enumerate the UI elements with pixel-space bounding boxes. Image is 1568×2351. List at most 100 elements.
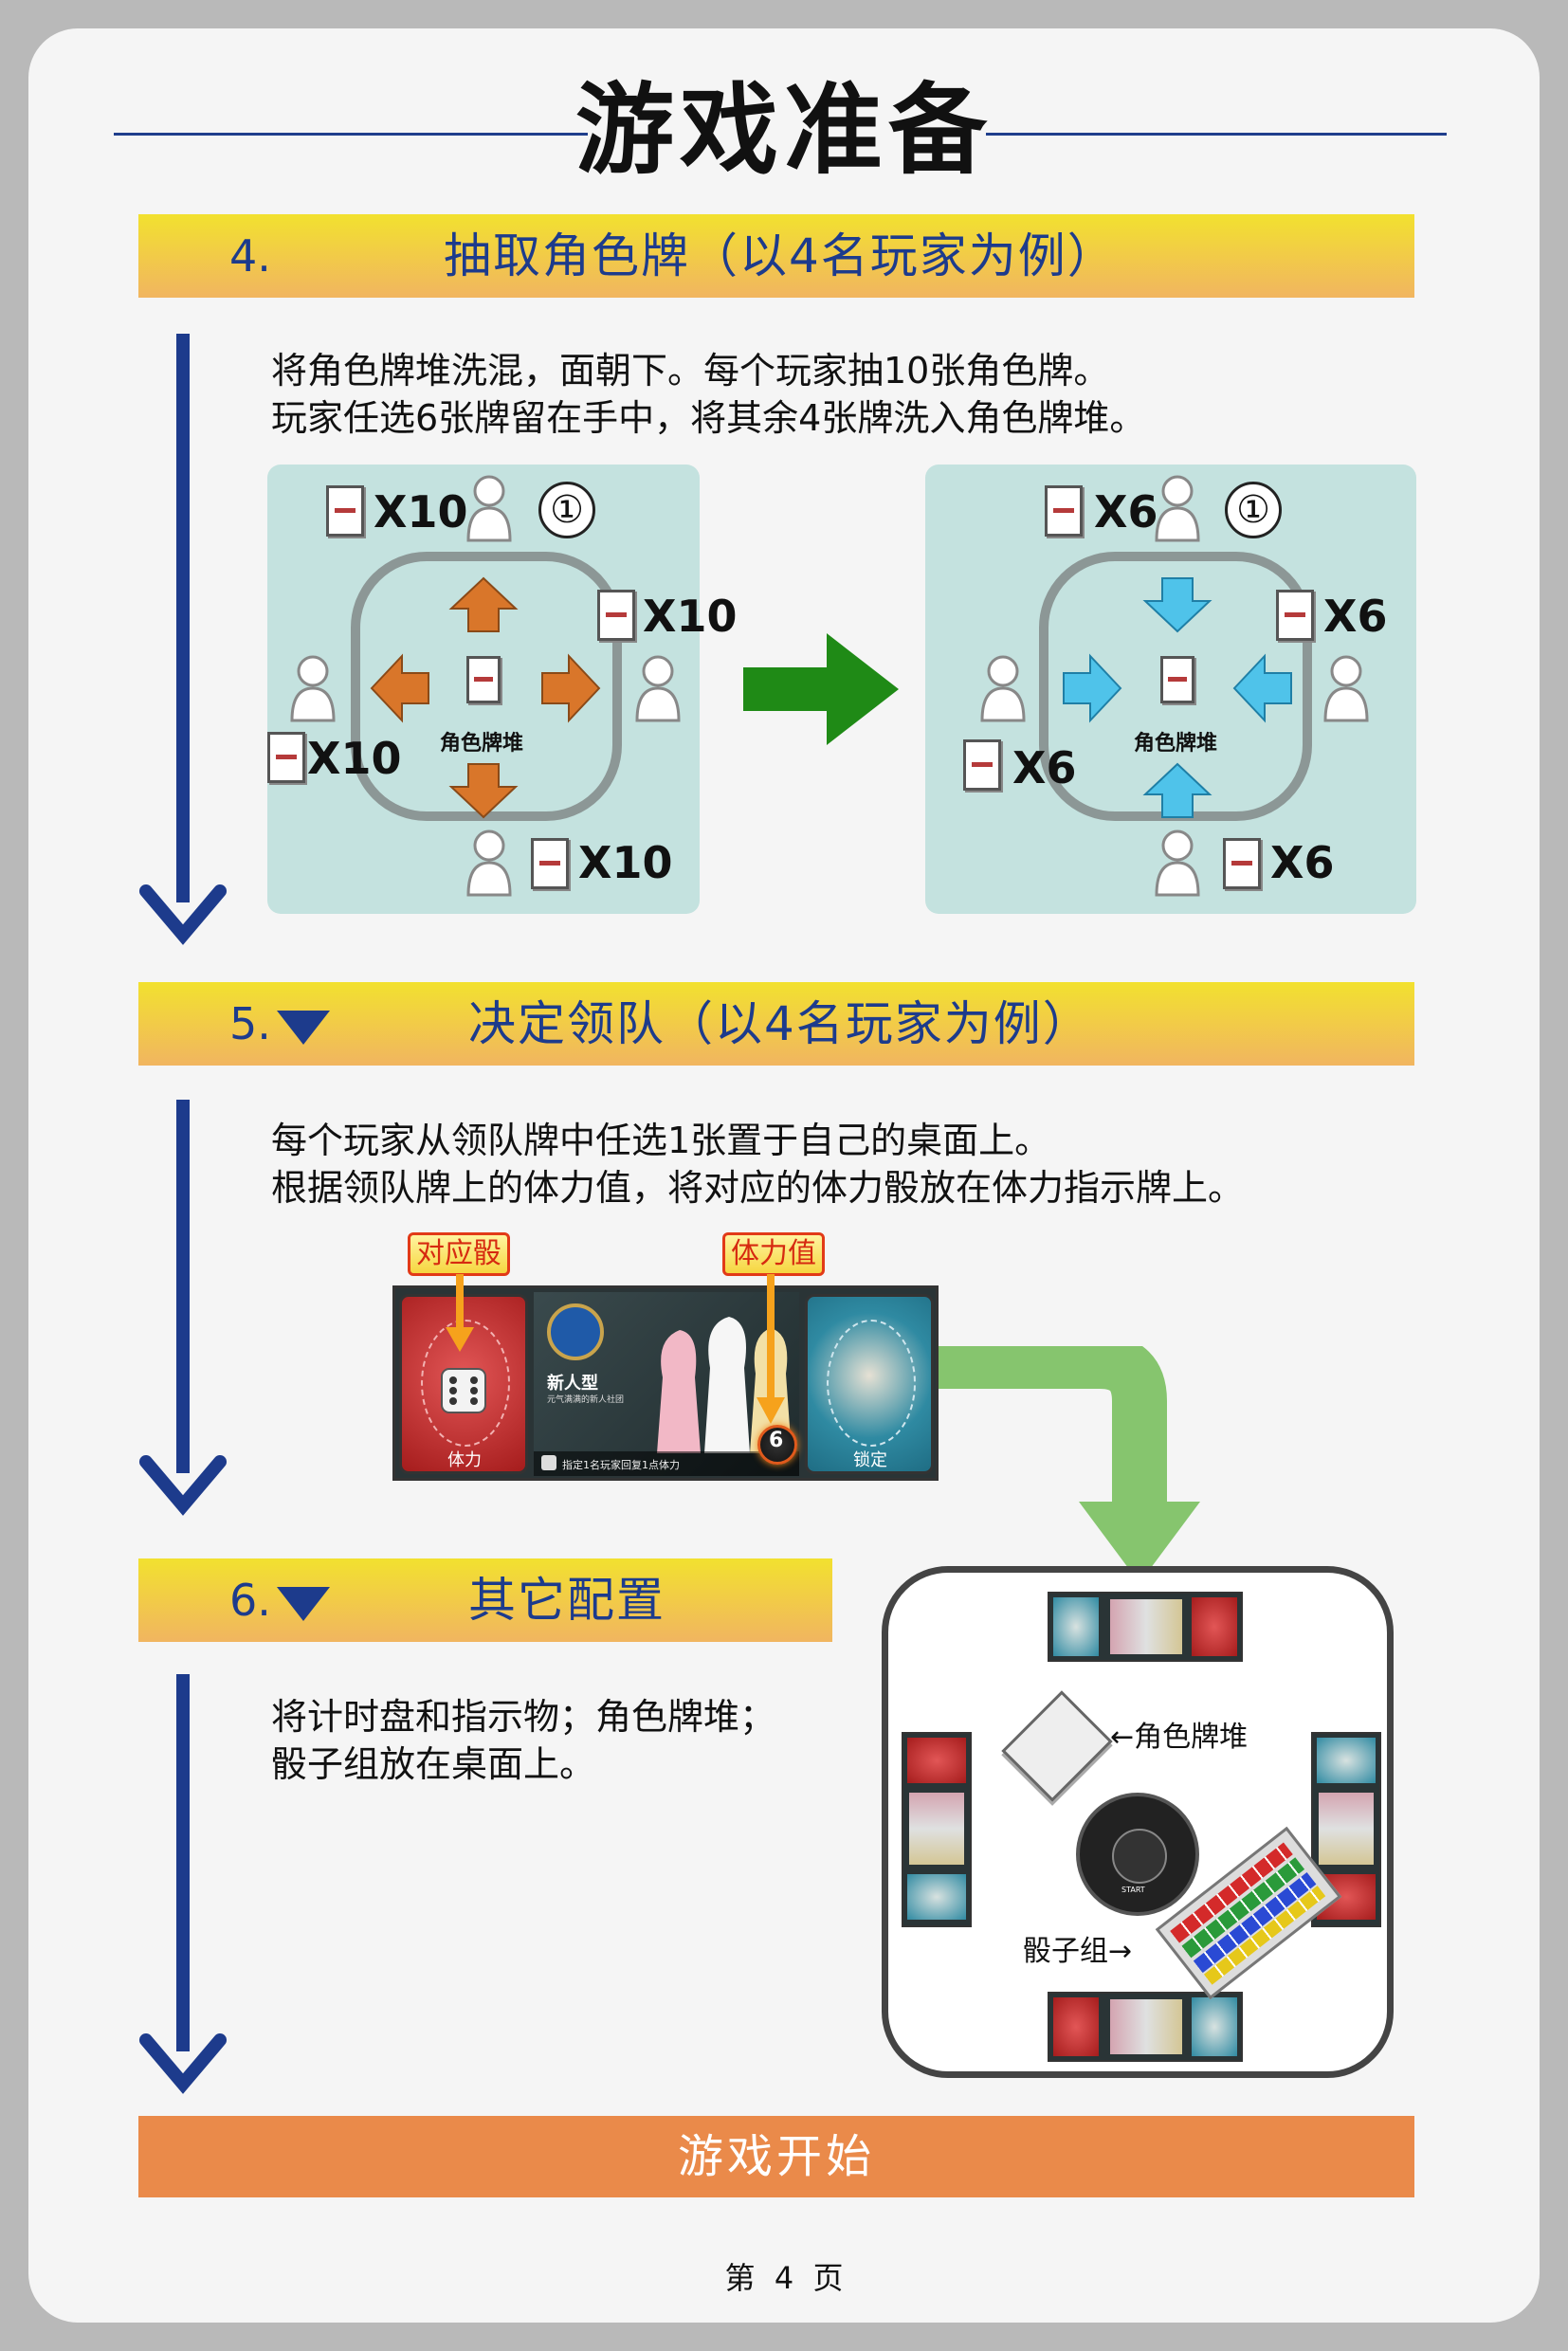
section-5-number: 5. bbox=[229, 998, 271, 1049]
section-5-line-1: 每个玩家从领队牌中任选1张置于自己的桌面上。 bbox=[271, 1120, 1051, 1161]
title-rule-right bbox=[986, 133, 1447, 136]
hand-card-icon bbox=[597, 590, 635, 641]
hand-card-icon bbox=[326, 485, 364, 537]
first-player-marker: ① bbox=[1225, 482, 1282, 538]
section-4-number: 4. bbox=[229, 230, 271, 282]
hp-card-ring bbox=[421, 1320, 510, 1447]
hand-card-icon bbox=[1276, 590, 1314, 641]
section-4-line-1: 将角色牌堆洗混，面朝下。每个玩家抽10张角色牌。 bbox=[271, 350, 1110, 392]
leader-subtitle: 元气满满的新人社团 bbox=[547, 1395, 625, 1405]
game-start-label: 游戏开始 bbox=[677, 2130, 875, 2183]
green-bent-arrow-icon bbox=[939, 1346, 1200, 1583]
character-deck bbox=[1001, 1690, 1113, 1802]
hp-card-label: 体力 bbox=[447, 1450, 482, 1470]
hand-card-icon bbox=[267, 732, 305, 783]
timer-start-label: START bbox=[1121, 1886, 1145, 1894]
hand-count-bottom: X10 bbox=[578, 837, 673, 888]
hand-count-left: X6 bbox=[1012, 742, 1077, 793]
player-icon bbox=[466, 475, 512, 542]
player-mat-left bbox=[902, 1732, 972, 1927]
hand-card-icon bbox=[531, 838, 569, 889]
section-4-line-2: 玩家任选6张牌留在手中，将其余4张牌洗入角色牌堆。 bbox=[271, 397, 1146, 439]
player-icon bbox=[1155, 475, 1200, 542]
hand-count-top: X10 bbox=[374, 486, 468, 538]
mat-red-card bbox=[1192, 1597, 1237, 1656]
deck-label: 角色牌堆 bbox=[1134, 732, 1218, 756]
hand-count-bottom: X6 bbox=[1270, 837, 1335, 888]
callout-hp-arrow bbox=[757, 1274, 785, 1424]
player-icon bbox=[635, 655, 681, 722]
title-rule-left bbox=[114, 133, 588, 136]
player-mat-bottom bbox=[1048, 1992, 1243, 2062]
callout-hp: 体力值 bbox=[722, 1232, 825, 1276]
mat-blue-card bbox=[1053, 1597, 1099, 1656]
hp-value: 6 bbox=[769, 1429, 784, 1452]
mat-red-card bbox=[907, 1738, 966, 1783]
hand-card-icon bbox=[963, 739, 1001, 791]
callout-dice-arrow bbox=[446, 1274, 474, 1352]
hand-count-left: X10 bbox=[307, 733, 402, 784]
player-mat-top bbox=[1048, 1592, 1243, 1662]
draw-diagram-after: 角色牌堆 ① X6 X6 X6 X6 bbox=[925, 465, 1416, 914]
dice-callout: 骰子组→ bbox=[1023, 1935, 1133, 1968]
timer-disc: START bbox=[1076, 1793, 1199, 1916]
flow-arrow-5 bbox=[139, 1100, 227, 1516]
player-icon bbox=[980, 655, 1026, 722]
blue-arrows bbox=[1063, 577, 1292, 818]
leader-name: 新人型 bbox=[547, 1374, 598, 1394]
hand-count-right: X10 bbox=[643, 591, 738, 642]
player-icon bbox=[466, 829, 512, 897]
first-player-marker: ① bbox=[538, 482, 595, 538]
mat-silhouettes bbox=[1319, 1793, 1374, 1865]
lock-card-ring bbox=[827, 1320, 916, 1447]
flow-arrow-6 bbox=[139, 1674, 227, 2094]
mat-silhouettes bbox=[1110, 1599, 1182, 1654]
hand-card-icon bbox=[1045, 485, 1083, 537]
dice-icon bbox=[441, 1368, 486, 1413]
page-title: 游戏准备 bbox=[574, 72, 993, 188]
hand-card-icon bbox=[1223, 838, 1261, 889]
player-icon bbox=[1155, 829, 1200, 897]
deck-label: 角色牌堆 bbox=[440, 732, 524, 756]
mat-silhouettes bbox=[909, 1793, 964, 1865]
draw-diagram-before: 角色牌堆 ① X10 X10 X10 X10 bbox=[267, 465, 737, 914]
orange-arrows bbox=[370, 576, 601, 819]
green-arrow-icon bbox=[743, 633, 899, 745]
leader-emblem bbox=[547, 1303, 604, 1360]
leader-card-strip: 体力 新人型 元气满满的新人社团 指定1名玩家回复1点体力 6 锁定 bbox=[392, 1285, 939, 1481]
section-4-header: 4. 抽取角色牌（以4名玩家为例） bbox=[138, 214, 1414, 298]
hand-count-top: X6 bbox=[1094, 486, 1158, 538]
mat-blue-card bbox=[1192, 1997, 1237, 2056]
leader-card: 新人型 元气满满的新人社团 指定1名玩家回复1点体力 6 bbox=[534, 1292, 799, 1476]
triangle-down-icon bbox=[277, 1587, 330, 1621]
effect-bar bbox=[534, 1451, 799, 1476]
triangle-down-icon bbox=[277, 1011, 330, 1045]
section-6-line-2: 骰子组放在桌面上。 bbox=[271, 1743, 596, 1785]
deck-callout: ←角色牌堆 bbox=[1110, 1721, 1249, 1754]
lock-card: 锁定 bbox=[805, 1294, 934, 1474]
mat-silhouettes bbox=[1110, 1999, 1182, 2054]
game-start-banner: 游戏开始 bbox=[138, 2116, 1414, 2197]
section-6-line-1: 将计时盘和指示物；角色牌堆； bbox=[271, 1696, 776, 1738]
section-6-header: 6. 其它配置 bbox=[138, 1558, 832, 1642]
deck-card bbox=[466, 656, 501, 703]
mat-red-card bbox=[1053, 1997, 1099, 2056]
flow-arrow-4 bbox=[139, 334, 227, 945]
player-icon bbox=[1323, 655, 1369, 722]
section-6-title: 其它配置 bbox=[468, 1573, 665, 1628]
player-icon bbox=[290, 655, 336, 722]
section-5-header: 5. 决定领队（以4名玩家为例） bbox=[138, 982, 1414, 1066]
section-5-title: 决定领队（以4名玩家为例） bbox=[468, 996, 1092, 1051]
section-5-line-2: 根据领队牌上的体力值，将对应的体力骰放在体力指示牌上。 bbox=[271, 1167, 1245, 1209]
hand-count-right: X6 bbox=[1323, 591, 1388, 642]
table-setup-diagram: ←角色牌堆 START 骰子组→ bbox=[882, 1566, 1394, 2078]
mat-blue-card bbox=[907, 1874, 966, 1920]
mat-blue-card bbox=[1317, 1738, 1376, 1783]
hp-value-badge bbox=[757, 1425, 797, 1465]
page-number: 第 4 页 bbox=[724, 2260, 844, 2296]
table-ring bbox=[351, 552, 622, 821]
lock-card-label: 锁定 bbox=[853, 1450, 887, 1470]
callout-dice: 对应骰 bbox=[408, 1232, 510, 1276]
timer-center bbox=[1112, 1829, 1167, 1884]
section-4-title: 抽取角色牌（以4名玩家为例） bbox=[444, 228, 1117, 283]
